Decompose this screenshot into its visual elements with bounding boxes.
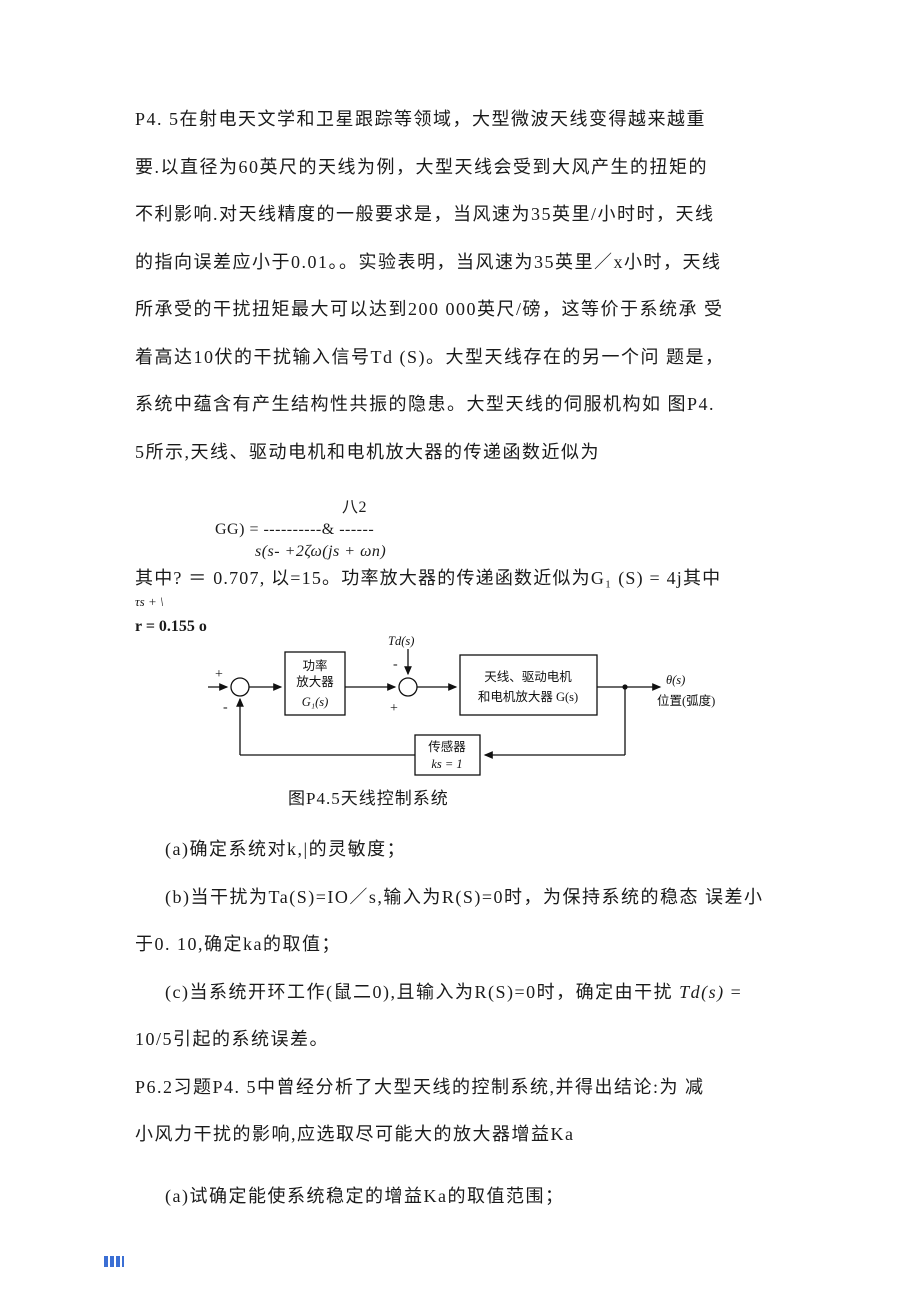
intro-line-8: 5所示,天线、驱动电机和电机放大器的传递函数近似为 [135, 441, 600, 462]
antenna-control-block-diagram: + - 功率 放大器 G₁(s) Td(s) - + 天线、驱动电机 和电机放大… [208, 635, 715, 776]
p62-line-1: P6.2习题P4. 5中曾经分析了大型天线的控制系统,并得出结论:为 减 [135, 1076, 705, 1097]
antenna-plant-block [459, 654, 598, 716]
bottom-left-marker [104, 1256, 124, 1267]
params-line-2: τs + \ [135, 594, 164, 609]
intro-line-4: 的指向误差应小于0.01。。实验表明，当风速为35英里／x小时，天线 [135, 251, 722, 272]
formula-denominator: s(s- +2ζω(js + ωn) [255, 543, 387, 560]
p62-question-a: (a)试确定能使系统稳定的增益Ka的取值范围； [165, 1185, 565, 1206]
intro-line-6: 着高达10伏的干扰输入信号Td (S)。大型天线存在的另一个问 题是， [135, 346, 725, 367]
formula-lhs: GG) = [215, 521, 259, 538]
question-c-tds: Td(s) [679, 981, 725, 1002]
formula-parameters: 其中? ＝ 0.707, 以=15。功率放大器的传递函数近似为G₁ (S) = … [135, 566, 807, 638]
question-c-line-2: 10/5引起的系统误差。 [135, 1029, 330, 1049]
summing-junction-1 [230, 677, 250, 697]
question-b-line-1: (b)当干扰为Ta(S)=IO／s,输入为R(S)=0时，为保持系统的稳态 误差… [165, 886, 764, 907]
summing-junction-2 [398, 677, 418, 697]
power-amplifier-label-1: 功率 [302, 658, 327, 673]
disturbance-label: Td(s) [388, 635, 414, 648]
sensor-label: 传感器 [428, 739, 466, 754]
question-b-line-2: 于0. 10,确定ka的取值； [135, 934, 341, 954]
sensor-gain-label: ks = 1 [431, 757, 462, 771]
question-c-line-1: (c)当系统开环工作(鼠二0),且输入为R(S)=0时，确定由干扰 Td(s) … [135, 969, 825, 1017]
p45-intro-paragraph: P4. 5在射电天文学和卫星跟踪等领域，大型微波天线变得越来越重 要.以直径为6… [135, 96, 807, 476]
figure-caption: 图P4.5天线控制系统 [288, 789, 449, 808]
formula-fraction-bar: ----------& ------ [263, 521, 375, 538]
intro-line-3: 不利影响.对天线精度的一般要求是，当风速为35英里/小时时，天线 [135, 204, 715, 224]
power-amplifier-block [284, 651, 346, 716]
antenna-plant-label-1: 天线、驱动电机 [484, 670, 572, 684]
antenna-plant-label-2: 和电机放大器 G(s) [478, 689, 578, 704]
intro-line-2: 要.以直径为60英尺的天线为例，大型天线会受到大风产生的扭矩的 [135, 156, 708, 177]
output-theta-label: θ(s) [666, 673, 685, 687]
input-plus-sign: + [215, 667, 223, 682]
intro-line-5: 所承受的干扰扭矩最大可以达到200 000英尺/磅，这等价于系统承 受 [135, 299, 724, 319]
questions-section: (a)确定系统对k,|的灵敏度； (b)当干扰为Ta(S)=IO／s,输入为R(… [135, 826, 825, 1220]
intro-line-7: 系统中蕴含有产生结构性共振的隐患。大型天线的伺服机构如 图P4. [135, 394, 716, 414]
feedback-minus-sign: - [223, 700, 228, 715]
sum2-plus-sign: + [390, 701, 398, 716]
formula-midline: GG) = ----------& ------ [215, 519, 386, 541]
params-line-3: r = 0.155 o [135, 618, 207, 635]
formula-numerator: 八2 [342, 499, 368, 516]
params-line-1: 其中? ＝ 0.707, 以=15。功率放大器的传递函数近似为G₁ (S) = … [135, 568, 722, 588]
question-a: (a)确定系统对k,|的灵敏度； [165, 839, 407, 859]
question-c-text: (c)当系统开环工作(鼠二0),且输入为R(S)=0时，确定由干扰 [165, 981, 680, 1002]
question-c-equals: = [724, 981, 743, 1002]
intro-line-1: P4. 5在射电天文学和卫星跟踪等领域，大型微波天线变得越来越重 [135, 109, 707, 129]
power-amplifier-tf-label: G₁(s) [302, 695, 329, 709]
output-unit-label: 位置(弧度) [657, 693, 715, 708]
transfer-function-formula: 八2 GG) = ----------& ------ s(s- +2ζω(js… [215, 497, 386, 563]
p62-line-2: 小风力干扰的影响,应选取尽可能大的放大器增益Ka [135, 1124, 575, 1144]
power-amplifier-label-2: 放大器 [296, 674, 334, 689]
disturbance-minus-sign: - [393, 657, 398, 672]
